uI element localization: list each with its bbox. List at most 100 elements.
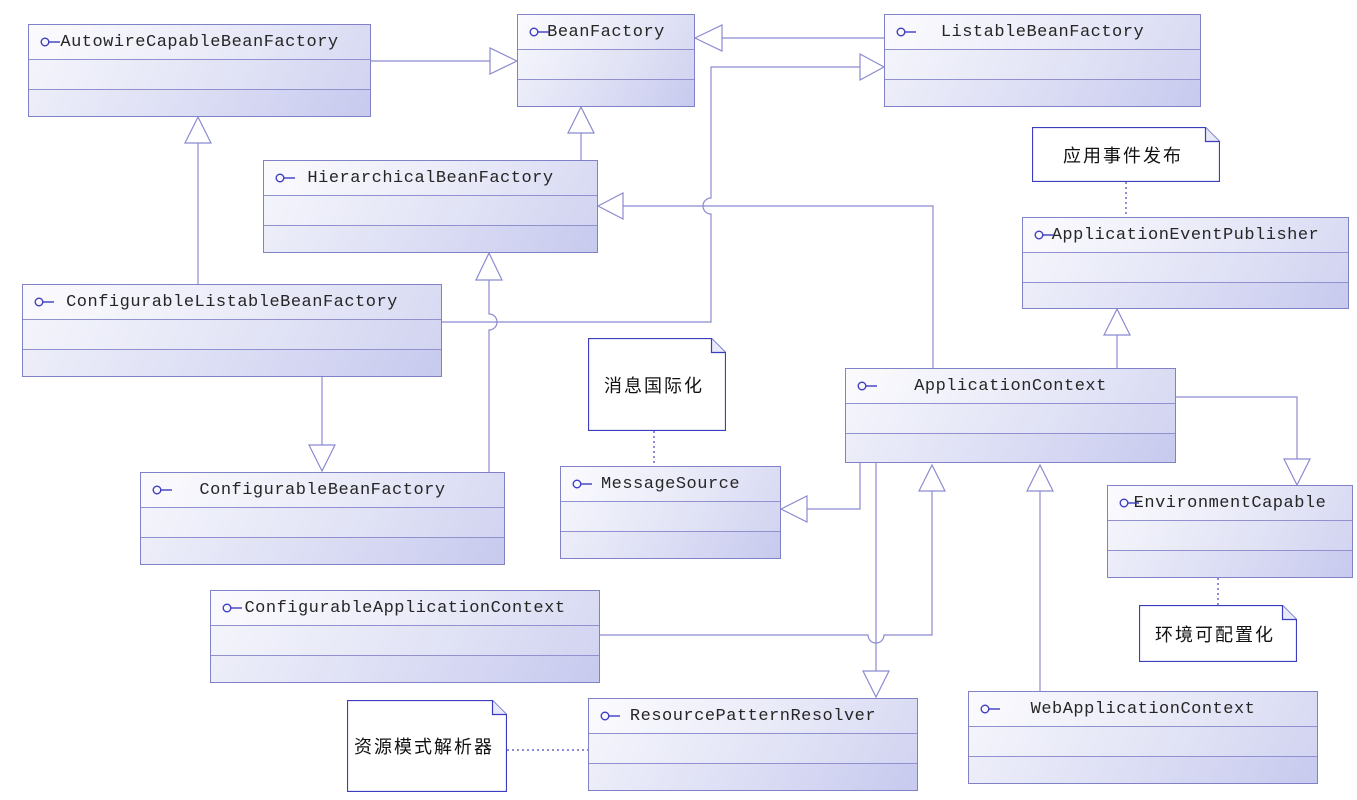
class-name: MessageSource (600, 474, 741, 494)
class-title: MessageSource (561, 467, 780, 501)
interface-lollipop-icon (222, 603, 244, 613)
operations-compartment (29, 89, 370, 116)
note-application-event-publishing[interactable]: 应用事件发布 (1032, 127, 1220, 182)
operations-compartment (561, 531, 780, 558)
class-application-event-publisher[interactable]: ApplicationEventPublisher (1022, 217, 1349, 309)
inheritance-arrow (475, 251, 503, 281)
class-name: BeanFactory (547, 22, 665, 42)
note-text: 应用事件发布 (1063, 145, 1183, 166)
edge-appcontext-to-messagesource (807, 463, 861, 510)
inheritance-arrow (308, 444, 336, 473)
interface-lollipop-icon (572, 479, 594, 489)
class-name: AutowireCapableBeanFactory (60, 32, 339, 52)
operations-compartment (141, 537, 504, 564)
class-title: ApplicationEventPublisher (1023, 218, 1348, 252)
inheritance-arrow (779, 495, 808, 523)
class-name: ApplicationContext (914, 376, 1107, 396)
note-shape (588, 338, 726, 431)
attributes-compartment (518, 49, 694, 79)
operations-compartment (211, 655, 599, 682)
class-web-application-context[interactable]: WebApplicationContext (968, 691, 1318, 784)
interface-lollipop-icon (857, 381, 879, 391)
inheritance-arrow (1103, 307, 1131, 336)
class-autowire-capable-bean-factory[interactable]: AutowireCapableBeanFactory (28, 24, 371, 117)
inheritance-arrow (489, 47, 519, 75)
operations-compartment (969, 756, 1317, 783)
attributes-compartment (264, 195, 597, 225)
attributes-compartment (1108, 520, 1352, 550)
class-environment-capable[interactable]: EnvironmentCapable (1107, 485, 1353, 578)
inheritance-arrow (693, 24, 723, 52)
interface-lollipop-icon (1119, 498, 1141, 508)
operations-compartment (518, 79, 694, 106)
interface-lollipop-icon (40, 37, 62, 47)
inheritance-arrow (1026, 463, 1054, 492)
class-name: WebApplicationContext (1030, 699, 1256, 719)
note-shape (1032, 127, 1220, 182)
attributes-compartment (561, 501, 780, 531)
class-title: ConfigurableApplicationContext (211, 591, 599, 625)
class-name: ListableBeanFactory (940, 22, 1145, 42)
class-title: ConfigurableBeanFactory (141, 473, 504, 507)
edge-configurablebf-to-hierarchical (488, 280, 498, 472)
operations-compartment (23, 349, 441, 376)
inheritance-arrow (918, 463, 946, 492)
operations-compartment (885, 79, 1200, 106)
attributes-compartment (211, 625, 599, 655)
operations-compartment (1023, 282, 1348, 308)
note-environment-configurable[interactable]: 环境可配置化 (1139, 605, 1297, 662)
class-resource-pattern-resolver[interactable]: ResourcePatternResolver (588, 698, 918, 791)
interface-lollipop-icon (980, 704, 1002, 714)
operations-compartment (264, 225, 597, 252)
inheritance-arrow (184, 115, 212, 144)
class-bean-factory[interactable]: BeanFactory (517, 14, 695, 107)
inheritance-arrow (1283, 458, 1311, 487)
class-title: ConfigurableListableBeanFactory (23, 285, 441, 319)
attributes-compartment (23, 319, 441, 349)
operations-compartment (589, 763, 917, 790)
class-configurable-listable-bean-factory[interactable]: ConfigurableListableBeanFactory (22, 284, 442, 377)
inheritance-arrow (862, 670, 890, 699)
note-text: 环境可配置化 (1155, 624, 1275, 645)
class-listable-bean-factory[interactable]: ListableBeanFactory (884, 14, 1201, 107)
interface-lollipop-icon (896, 27, 918, 37)
attributes-compartment (1023, 252, 1348, 282)
class-name: ConfigurableBeanFactory (199, 480, 446, 500)
interface-lollipop-icon (152, 485, 174, 495)
class-hierarchical-bean-factory[interactable]: HierarchicalBeanFactory (263, 160, 598, 253)
class-title: BeanFactory (518, 15, 694, 49)
class-title: AutowireCapableBeanFactory (29, 25, 370, 59)
interface-lollipop-icon (34, 297, 56, 307)
class-name: ConfigurableApplicationContext (244, 598, 566, 618)
class-message-source[interactable]: MessageSource (560, 466, 781, 559)
note-message-internationalization[interactable]: 消息国际化 (588, 338, 726, 431)
interface-lollipop-icon (600, 711, 622, 721)
class-title: ResourcePatternResolver (589, 699, 917, 733)
class-configurable-bean-factory[interactable]: ConfigurableBeanFactory (140, 472, 505, 565)
interface-lollipop-icon (529, 27, 551, 37)
class-configurable-application-context[interactable]: ConfigurableApplicationContext (210, 590, 600, 683)
attributes-compartment (969, 726, 1317, 756)
note-text: 资源模式解析器 (354, 737, 494, 757)
note-resource-pattern-resolver[interactable]: 资源模式解析器 (347, 700, 507, 792)
attributes-compartment (141, 507, 504, 537)
attributes-compartment (885, 49, 1200, 79)
class-title: ListableBeanFactory (885, 15, 1200, 49)
attributes-compartment (846, 403, 1175, 433)
class-name: ConfigurableListableBeanFactory (66, 292, 398, 312)
class-name: HierarchicalBeanFactory (307, 168, 554, 188)
inheritance-arrow (567, 105, 595, 134)
class-application-context[interactable]: ApplicationContext (845, 368, 1176, 463)
interface-lollipop-icon (275, 173, 297, 183)
note-text: 消息国际化 (604, 375, 704, 396)
class-name: ApplicationEventPublisher (1051, 225, 1320, 245)
inheritance-arrow (596, 192, 624, 220)
interface-lollipop-icon (1034, 230, 1056, 240)
note-shape (1139, 605, 1297, 662)
operations-compartment (1108, 550, 1352, 577)
class-title: HierarchicalBeanFactory (264, 161, 597, 195)
class-title: EnvironmentCapable (1108, 486, 1352, 520)
edge-appcontext-to-environment (1176, 396, 1298, 459)
note-shape (347, 700, 507, 792)
